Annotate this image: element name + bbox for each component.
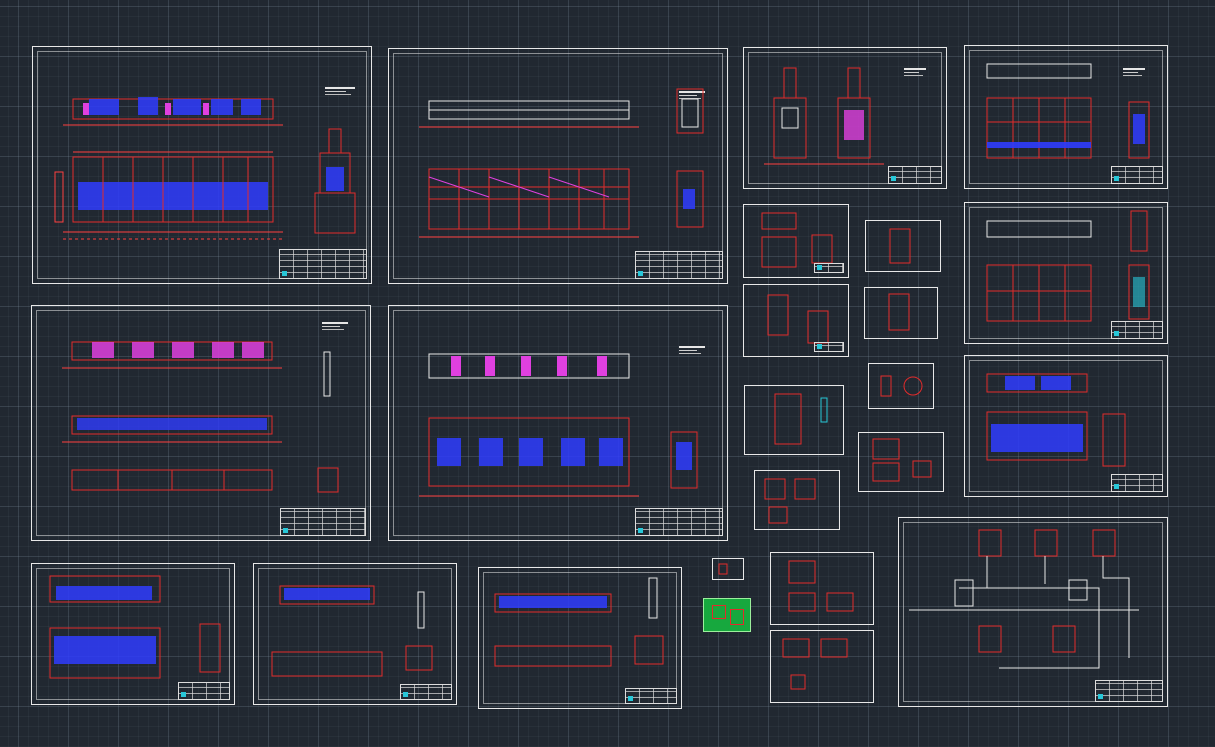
drawing-sheet-detail-f[interactable]: [754, 470, 840, 530]
sheet-inner-border: [969, 50, 1163, 184]
detail-drawing: [889, 228, 911, 264]
title-block: [1095, 680, 1163, 702]
thumbnail-detail: [730, 609, 744, 625]
drawing-sheet-detail-h[interactable]: [770, 630, 874, 703]
drawing-sheet-column-detail[interactable]: [743, 47, 947, 189]
drawing-sheet-elevation-small-1[interactable]: [964, 202, 1168, 344]
detail-drawing: [880, 375, 923, 397]
drawing-sheet-front-view-2[interactable]: [743, 204, 849, 278]
plan-drawing: [419, 88, 704, 238]
drawing-sheet-detail-g[interactable]: [770, 552, 874, 625]
sheet-inner-border: [393, 53, 723, 279]
sheet-inner-border: [483, 572, 677, 704]
column-drawing: [764, 67, 884, 165]
title-block: [1111, 166, 1163, 184]
drawing-sheet-detail-e[interactable]: [858, 432, 944, 492]
title-block: [635, 508, 723, 536]
title-block: [814, 263, 844, 273]
detail-drawing: [782, 638, 848, 690]
elevation-drawing: [986, 210, 1150, 322]
drawing-sheet-detail-d[interactable]: [744, 385, 844, 455]
sheet-inner-border: [36, 310, 366, 536]
drawing-sheet-elevation-small-2[interactable]: [964, 355, 1168, 497]
title-block: [888, 166, 942, 184]
drawing-sheet-detail-c[interactable]: [868, 363, 934, 409]
sheet-inner-border: [393, 310, 723, 536]
color-thumbnail[interactable]: [703, 598, 751, 632]
drawing-sheet-elevation-small-3[interactable]: [31, 563, 235, 705]
drawing-sheet-beam-section-2[interactable]: [478, 567, 682, 709]
sheet-inner-border: [969, 360, 1163, 492]
drawing-sheet-tiny-1[interactable]: [712, 558, 744, 580]
drawing-sheet-beam-section[interactable]: [253, 563, 457, 705]
detail-drawing: [872, 438, 932, 482]
drawing-sheet-elevation-main[interactable]: [32, 46, 372, 284]
sheet-inner-border: [748, 52, 942, 184]
drawing-sheet-section-plan-1[interactable]: [31, 305, 371, 541]
title-block: [635, 251, 723, 279]
beam-drawing: [494, 577, 664, 667]
title-block: [178, 682, 230, 700]
sheet-note: [325, 87, 355, 95]
drawing-sheet-plan-long-1[interactable]: [388, 48, 728, 284]
title-block: [1111, 321, 1163, 339]
title-block: [814, 342, 844, 352]
sheet-note: [679, 346, 705, 354]
elevation-drawing: [54, 97, 356, 240]
title-block: [279, 249, 367, 279]
sheet-note: [322, 322, 348, 330]
sheet-inner-border: [37, 51, 367, 279]
drawing-sheet-facade-2[interactable]: [388, 305, 728, 541]
sheet-inner-border: [903, 522, 1163, 702]
title-block: [1111, 474, 1163, 492]
sheet-inner-border: [36, 568, 230, 700]
detail-drawing: [761, 212, 833, 268]
title-block: [625, 688, 677, 704]
detail-drawing: [764, 478, 816, 524]
drawing-sheet-front-view-1[interactable]: [964, 45, 1168, 189]
sheet-inner-border: [969, 207, 1163, 339]
section-drawing: [62, 341, 339, 493]
title-block: [280, 508, 366, 536]
thumbnail-detail: [712, 605, 726, 619]
drawing-sheet-side-view-3[interactable]: [743, 284, 849, 357]
detail-drawing: [888, 293, 910, 331]
title-block: [400, 684, 452, 700]
sheet-note: [904, 68, 926, 76]
facade-drawing: [419, 353, 698, 497]
drawing-sheet-layout-plan[interactable]: [898, 517, 1168, 707]
drawing-sheet-detail-b[interactable]: [864, 287, 938, 339]
layout-drawing: [909, 529, 1139, 669]
elevation-drawing: [986, 373, 1126, 467]
sheet-note: [1123, 68, 1145, 76]
detail-drawing: [718, 563, 728, 575]
front-drawing: [986, 63, 1150, 159]
beam-drawing: [271, 585, 433, 677]
detail-drawing: [774, 393, 828, 445]
drawing-sheet-detail-a[interactable]: [865, 220, 941, 272]
sheet-inner-border: [258, 568, 452, 700]
detail-drawing: [788, 560, 854, 612]
elevation-drawing: [49, 575, 221, 679]
